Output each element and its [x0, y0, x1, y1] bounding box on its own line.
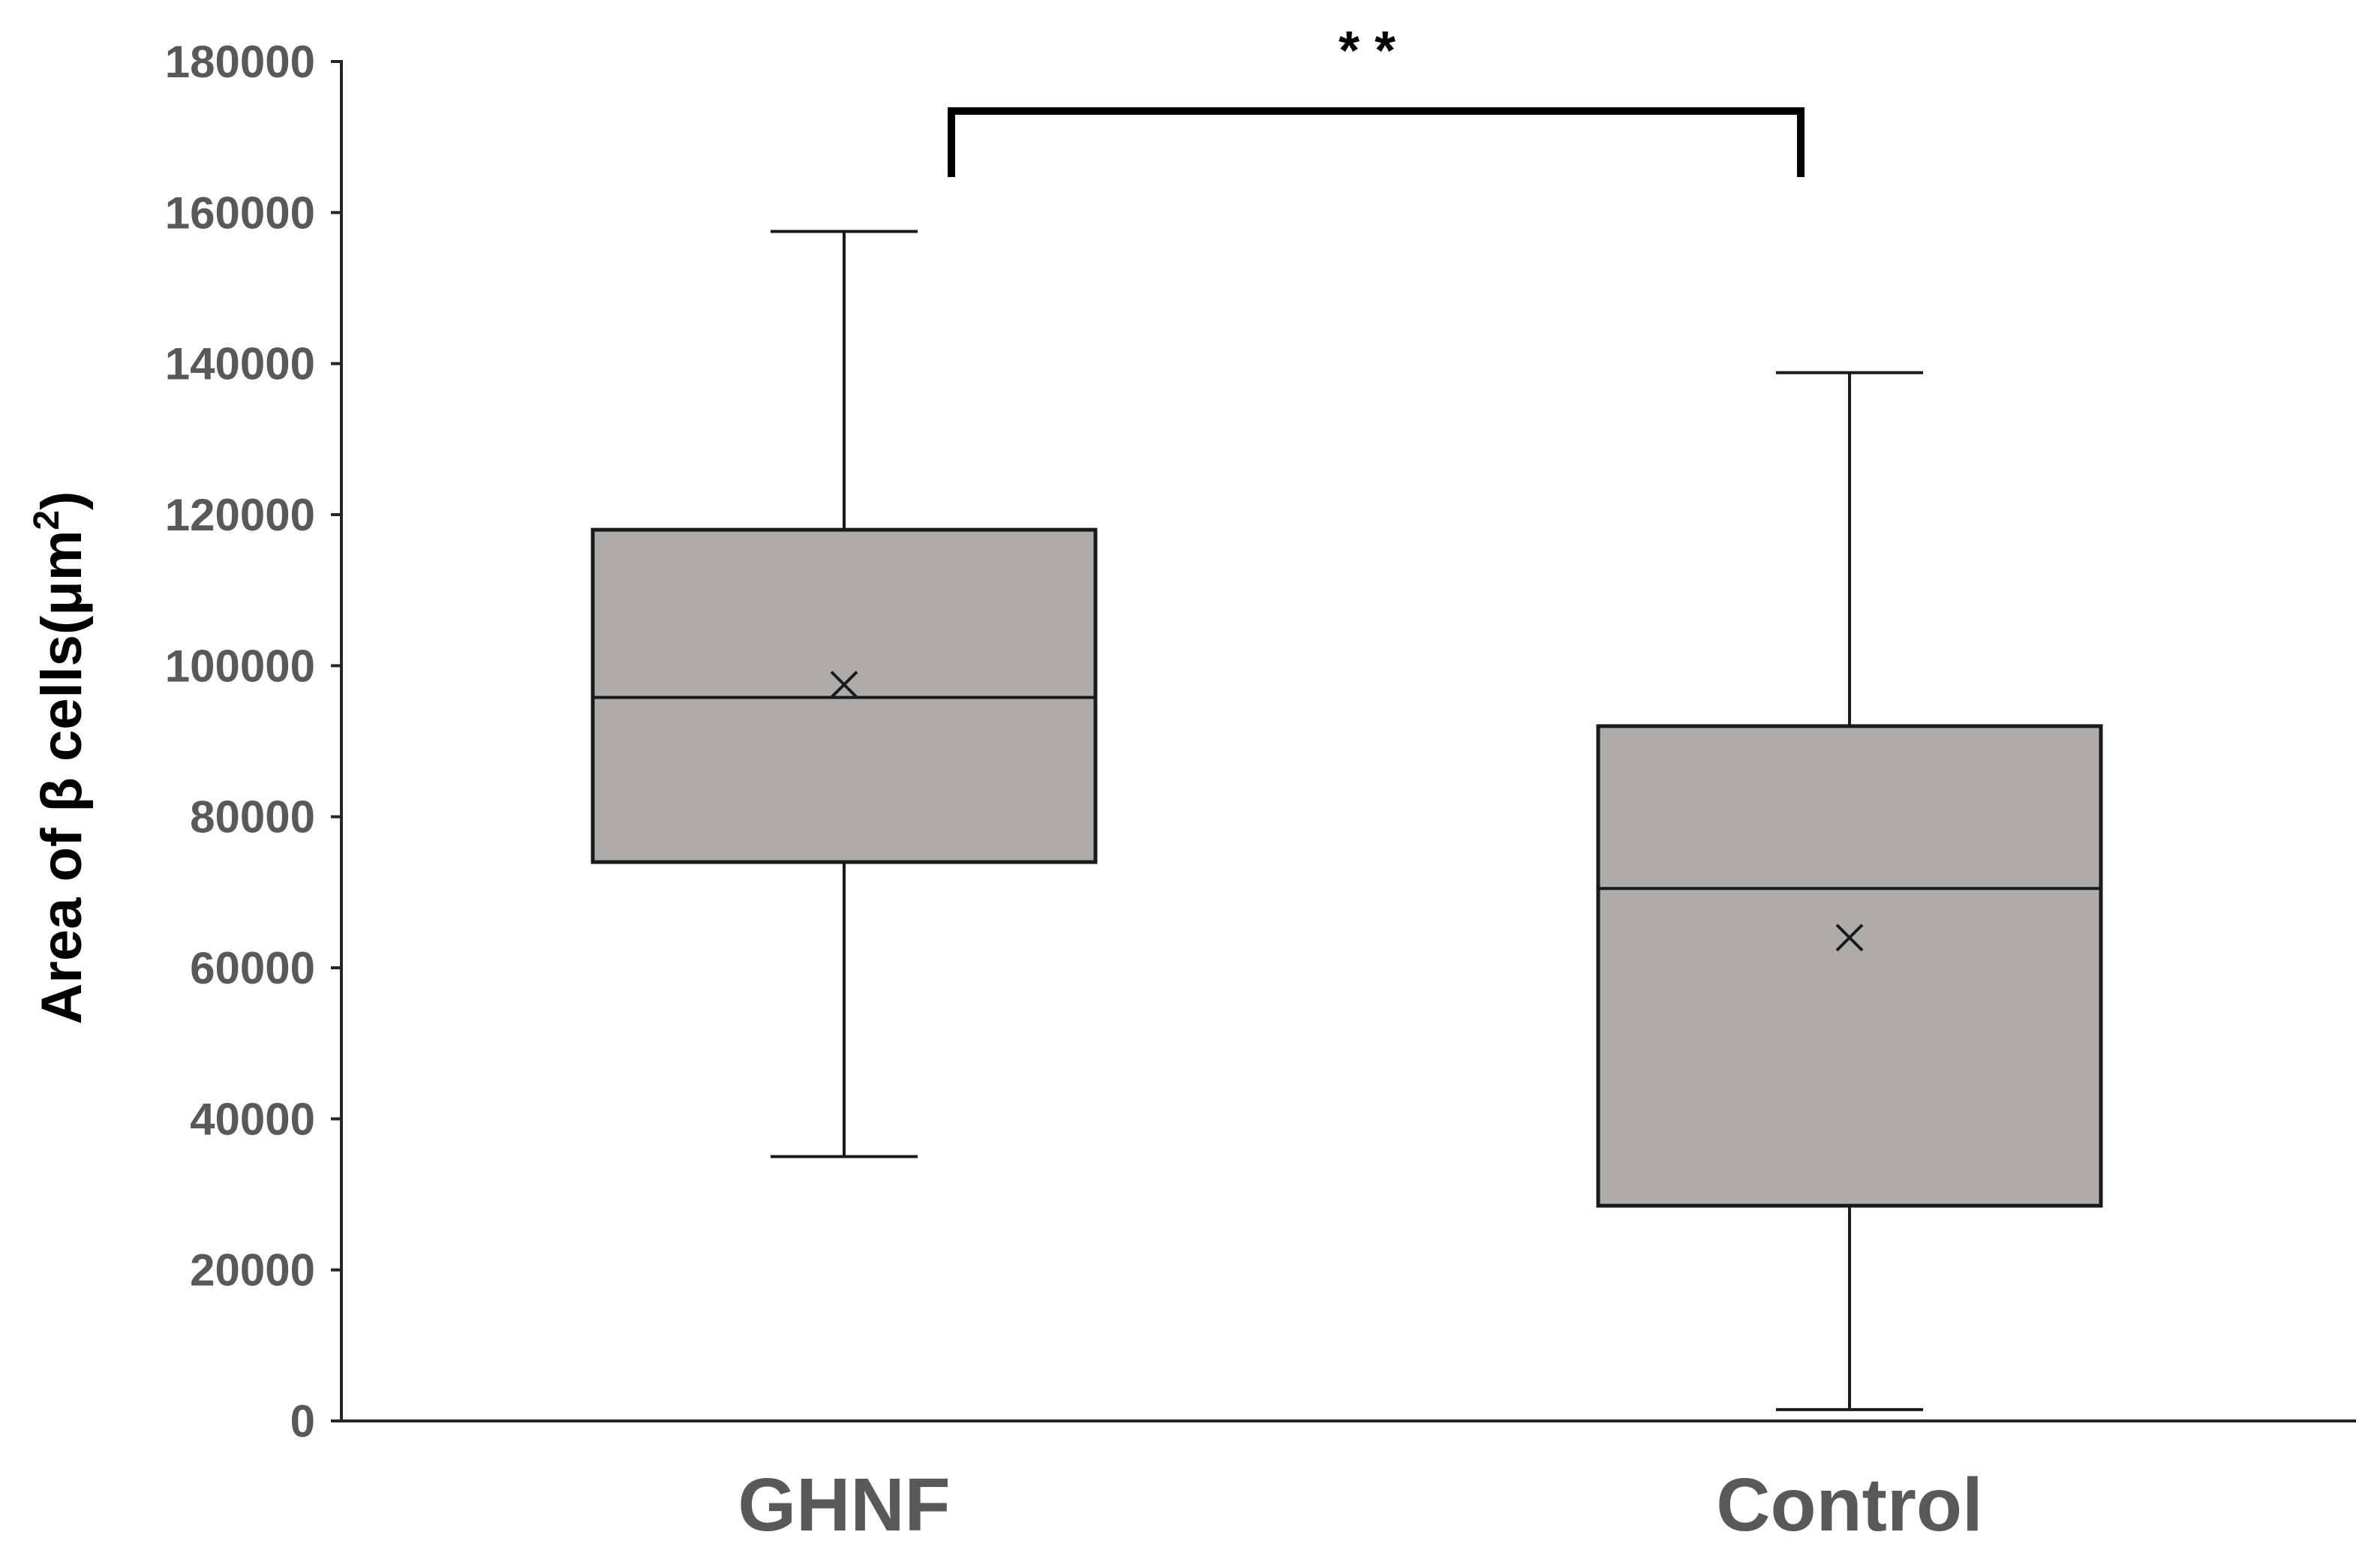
x-tick-label: GHNF — [738, 1463, 950, 1547]
y-tick-label: 180000 — [165, 37, 315, 87]
significance-label: * * — [1339, 21, 1396, 81]
y-tick-label: 160000 — [165, 188, 315, 238]
y-tick-label: 0 — [290, 1396, 315, 1446]
y-tick-label: 40000 — [190, 1094, 315, 1144]
significance-annotation: * * — [948, 21, 1805, 177]
y-tick-label: 60000 — [190, 943, 315, 993]
y-tick-label: 100000 — [165, 641, 315, 691]
y-tick-label: 20000 — [190, 1245, 315, 1296]
significance-bracket — [948, 107, 1805, 177]
x-tick-labels: GHNF Control — [738, 1463, 1982, 1547]
y-tick-labels: 0 20000 40000 60000 80000 100000 120000 140000 1… — [165, 37, 341, 1446]
y-tick-label: 140000 — [165, 339, 315, 389]
iqr-box — [590, 527, 1098, 864]
mean-marker — [1835, 924, 1864, 952]
box-group-ghnf — [590, 230, 1098, 1158]
boxes — [590, 230, 2103, 1411]
iqr-box — [1596, 724, 2103, 1208]
mean-marker-stroke-b — [830, 671, 858, 698]
y-axis-title-main: Area of β cells(μm — [30, 530, 94, 1025]
axes — [340, 60, 2356, 1422]
mean-marker — [830, 671, 858, 698]
box-group-control — [1596, 371, 2103, 1411]
y-axis-title: Area of β cells(μm2) — [27, 491, 94, 1025]
y-axis-title-close: ) — [30, 491, 94, 510]
mean-marker-stroke-b — [1835, 924, 1864, 952]
y-tick-label: 120000 — [165, 490, 315, 540]
x-tick-label: Control — [1716, 1463, 1982, 1547]
y-tick-label: 80000 — [190, 792, 315, 843]
y-axis-title-superscript: 2 — [27, 510, 67, 530]
